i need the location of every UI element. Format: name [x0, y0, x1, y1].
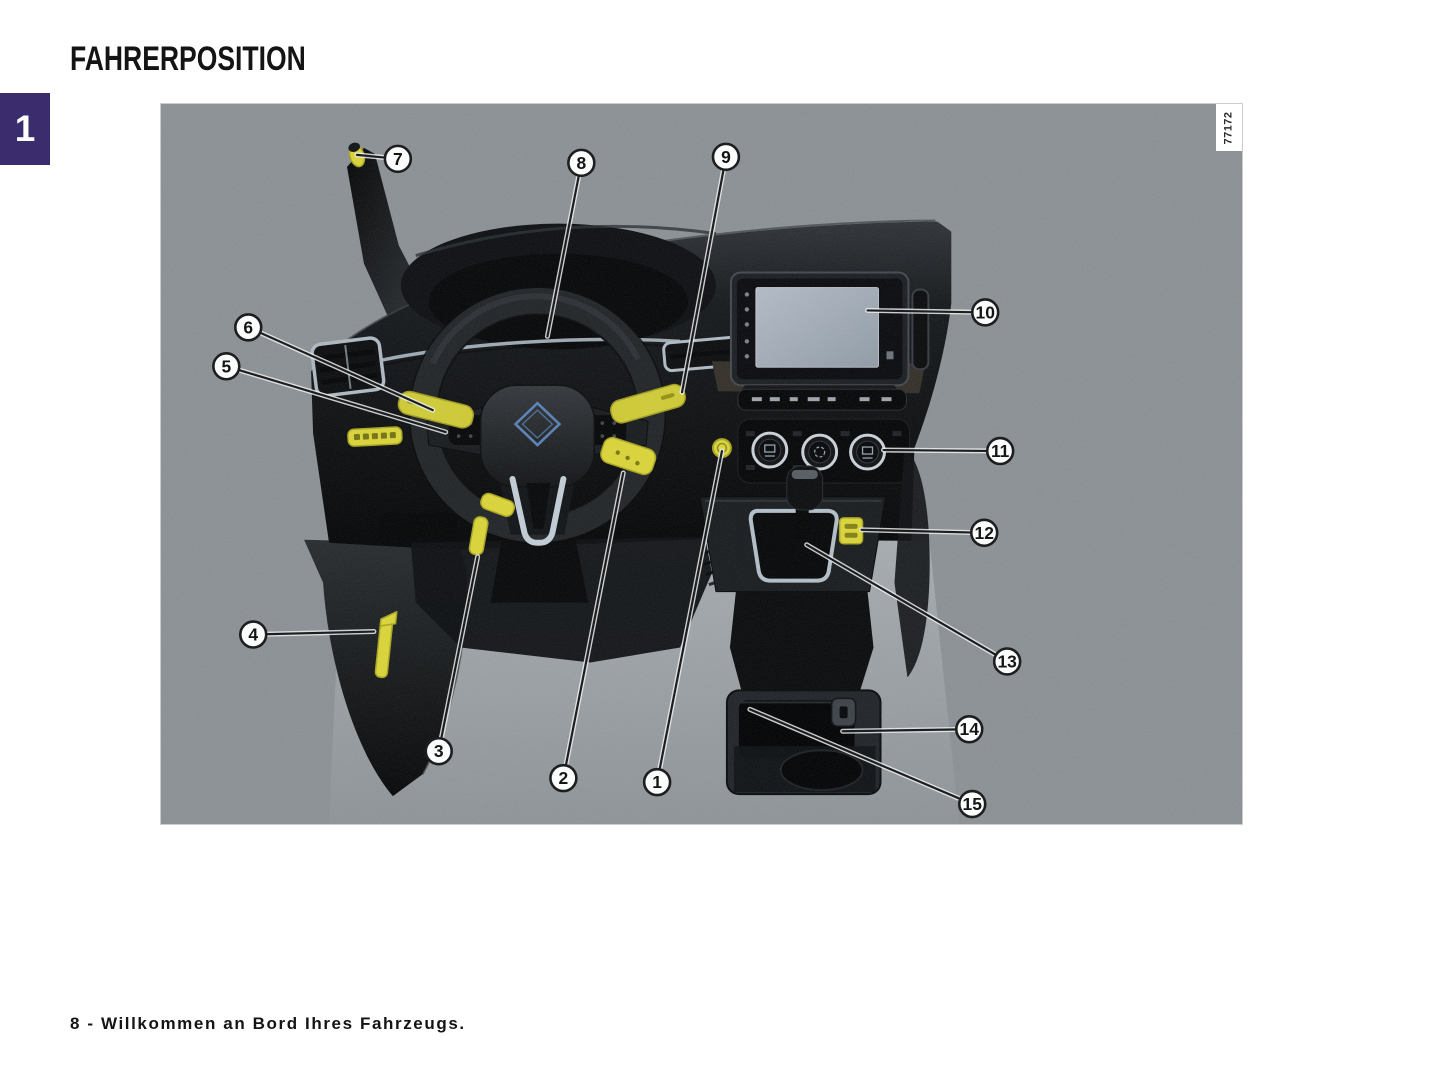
page-footer: 8 - Willkommen an Bord Ihres Fahrzeugs. [70, 1014, 466, 1033]
section-tab-number: 1 [14, 108, 36, 149]
figure-reference-number: 77172 [1216, 104, 1242, 151]
page-title: FAHRERPOSITION [70, 40, 306, 78]
section-tab: 1 [0, 93, 50, 165]
grain-dark [161, 104, 1242, 824]
